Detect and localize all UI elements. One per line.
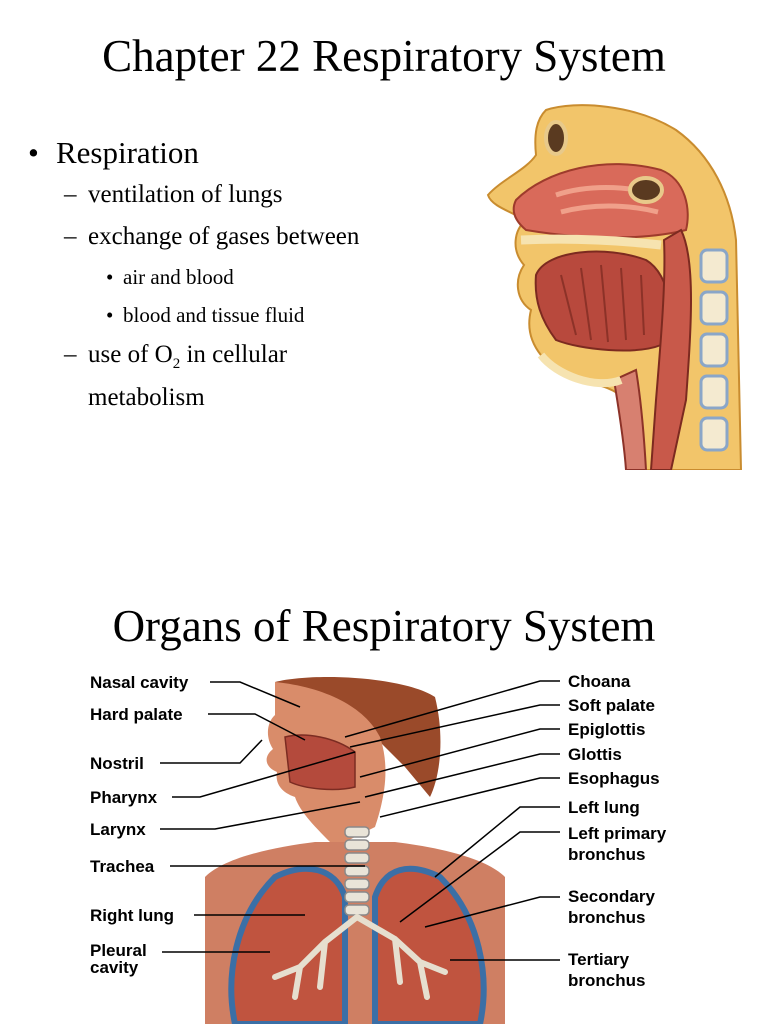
label-nasal-cavity: Nasal cavity	[90, 673, 189, 692]
label-hard-palate: Hard palate	[90, 705, 183, 724]
bullet-respiration: • Respiration	[28, 134, 468, 172]
label-tertiary-bronchus-line2: bronchus	[568, 971, 646, 990]
label-pleural-cavity-line1: Pleural	[90, 941, 147, 960]
sub-bullet-text: ventilation of lungs	[88, 181, 283, 208]
label-esophagus: Esophagus	[568, 769, 660, 788]
label-left-lung: Left lung	[568, 798, 640, 817]
hard-palate-shape	[520, 234, 662, 250]
bullet-marker: •	[28, 135, 39, 170]
dash-marker: –	[64, 341, 77, 368]
sphenoid-sinus	[628, 176, 664, 204]
respiratory-organs-illustration	[205, 677, 505, 1024]
head-sagittal-illustration	[486, 104, 743, 470]
mandible-shape	[537, 352, 623, 388]
label-soft-palate: Soft palate	[568, 696, 655, 715]
right-lung-shape	[228, 865, 348, 1024]
sub-bullet-text-line2: metabolism	[88, 384, 205, 411]
bullet-text: Respiration	[56, 135, 199, 170]
sub-sub-bullet-air-blood: • air and blood	[28, 262, 468, 292]
sub-sub-bullet-text: blood and tissue fluid	[123, 303, 305, 327]
label-left-primary-bronchus-line1: Left primary	[568, 824, 667, 843]
dash-marker: –	[64, 223, 77, 250]
label-larynx: Larynx	[90, 820, 146, 839]
sub-bullet-oxygen: – use of O2 in cellular metabolism	[28, 338, 468, 415]
label-pleural-cavity-line2: cavity	[90, 958, 139, 977]
label-secondary-bronchus-line2: bronchus	[568, 908, 646, 927]
bronchial-tree	[272, 914, 448, 1000]
sub-bullet-ventilation: – ventilation of lungs	[28, 178, 468, 212]
bullet-marker: •	[106, 303, 114, 327]
slide-organs: Organs of Respiratory System	[0, 512, 768, 1024]
label-epiglottis: Epiglottis	[568, 720, 646, 739]
label-secondary-bronchus-line1: Secondary	[568, 887, 655, 906]
sub-sub-bullet-blood-tissue: • blood and tissue fluid	[28, 300, 468, 330]
bullet-list: • Respiration – ventilation of lungs – e…	[28, 134, 468, 423]
dash-marker: –	[64, 181, 77, 208]
sub-sub-bullet-text: air and blood	[123, 265, 234, 289]
label-right-lung: Right lung	[90, 906, 175, 925]
sub-bullet-text-suffix: in cellular	[180, 341, 288, 368]
trachea-rings	[344, 826, 370, 916]
label-pharynx: Pharynx	[90, 788, 158, 807]
label-nostril: Nostril	[90, 754, 144, 773]
label-left-primary-bronchus-line2: bronchus	[568, 845, 646, 864]
tongue-shape	[534, 250, 671, 352]
tongue-muscle-lines	[560, 264, 645, 343]
sub-bullet-text: exchange of gases between	[88, 223, 360, 250]
pharynx-shape	[649, 228, 692, 470]
sub-bullet-exchange: – exchange of gases between	[28, 220, 468, 254]
trachea-shape	[612, 368, 648, 470]
slide-respiration: Chapter 22 Respiratory System • Respirat…	[28, 31, 743, 470]
slide1-title: Chapter 22 Respiratory System	[102, 31, 666, 81]
cervical-vertebrae	[699, 248, 729, 452]
label-choana: Choana	[568, 672, 631, 691]
label-tertiary-bronchus-line1: Tertiary	[568, 950, 630, 969]
label-glottis: Glottis	[568, 745, 622, 764]
label-trachea: Trachea	[90, 857, 155, 876]
sub-bullet-text-prefix: use of O	[88, 341, 173, 368]
oxygen-subscript: 2	[172, 356, 181, 372]
frontal-sinus	[544, 120, 568, 156]
slide2-title: Organs of Respiratory System	[112, 601, 656, 651]
bullet-marker: •	[106, 265, 114, 289]
